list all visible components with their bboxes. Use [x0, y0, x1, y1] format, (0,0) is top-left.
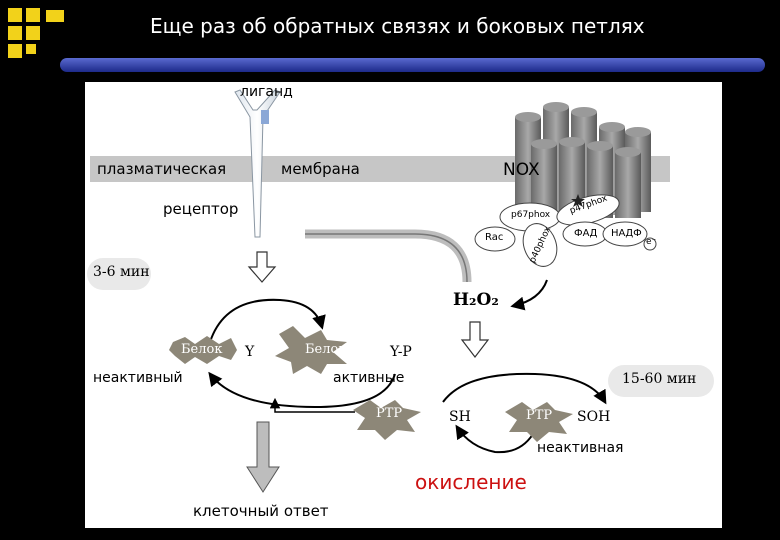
label-ligand: лиганд — [240, 84, 293, 100]
label-nox: NOX — [503, 160, 540, 180]
label-inactive: неактивный — [93, 370, 183, 386]
label-active: активные — [333, 370, 405, 386]
ptp-feedback-line — [269, 397, 355, 413]
star-icon — [571, 194, 585, 207]
label-fad: ФАД — [574, 228, 598, 239]
down-arrow-h2o2 — [460, 321, 490, 358]
cycle-top-arrow — [209, 298, 326, 343]
time-pill-left — [87, 258, 151, 290]
title-underline-bar — [60, 58, 765, 72]
label-nadf: НАДФ — [611, 228, 642, 239]
cycle-bottom-arrow — [208, 371, 396, 409]
time-pill-right — [608, 365, 714, 397]
diagram-panel: лиганд плазматическая мембрана NOX рецеп… — [85, 82, 722, 528]
label-ptp-right: PTP — [526, 408, 553, 423]
rac-oval — [474, 226, 516, 252]
ptp-star-right — [505, 402, 573, 442]
ptp-star-left — [353, 400, 421, 440]
label-rac: Rac — [485, 232, 504, 243]
label-p67: p67phox — [511, 210, 551, 220]
label-soh: SOH — [577, 409, 611, 425]
label-plasma: плазматическая — [97, 160, 227, 178]
label-h2o2: H₂O₂ — [453, 290, 499, 310]
nadf-oval — [602, 221, 648, 247]
label-cell-response: клеточный ответ — [193, 502, 329, 520]
receptor-graphic — [234, 89, 281, 238]
down-arrow-left — [247, 251, 277, 283]
protein-active-star — [275, 326, 347, 374]
p40-subunit — [522, 223, 558, 267]
label-time-left: 3-6 мин — [93, 264, 150, 280]
label-time-right: 15-60 мин — [622, 371, 697, 387]
oxidation-top-arrow — [442, 372, 607, 405]
oxidation-bottom-arrow — [455, 424, 534, 454]
label-protein-inactive: Белок — [181, 342, 223, 357]
protein-inactive-shape — [169, 336, 237, 364]
label-yp: Y-P — [390, 344, 412, 360]
label-electron: e⁻ — [646, 237, 657, 247]
label-inactive-f: неактивная — [537, 440, 624, 456]
slide-title: Еще раз об обратных связях и боковых пет… — [150, 14, 645, 38]
diagram-graphics — [90, 89, 670, 493]
label-protein-active: Белок — [305, 342, 347, 357]
nox-to-h2o2-arrow — [510, 279, 548, 311]
signal-tube — [305, 229, 472, 283]
label-ptp-left: PTP — [376, 406, 403, 421]
label-sh: SH — [449, 409, 471, 425]
label-oxidation: окисление — [415, 470, 527, 494]
label-membrane: мембрана — [281, 160, 360, 178]
label-y: Y — [245, 344, 255, 360]
down-arrow-response — [246, 421, 280, 493]
logo-squares — [8, 8, 78, 68]
label-receptor: рецептор — [163, 200, 239, 218]
electron-circle — [643, 237, 657, 251]
